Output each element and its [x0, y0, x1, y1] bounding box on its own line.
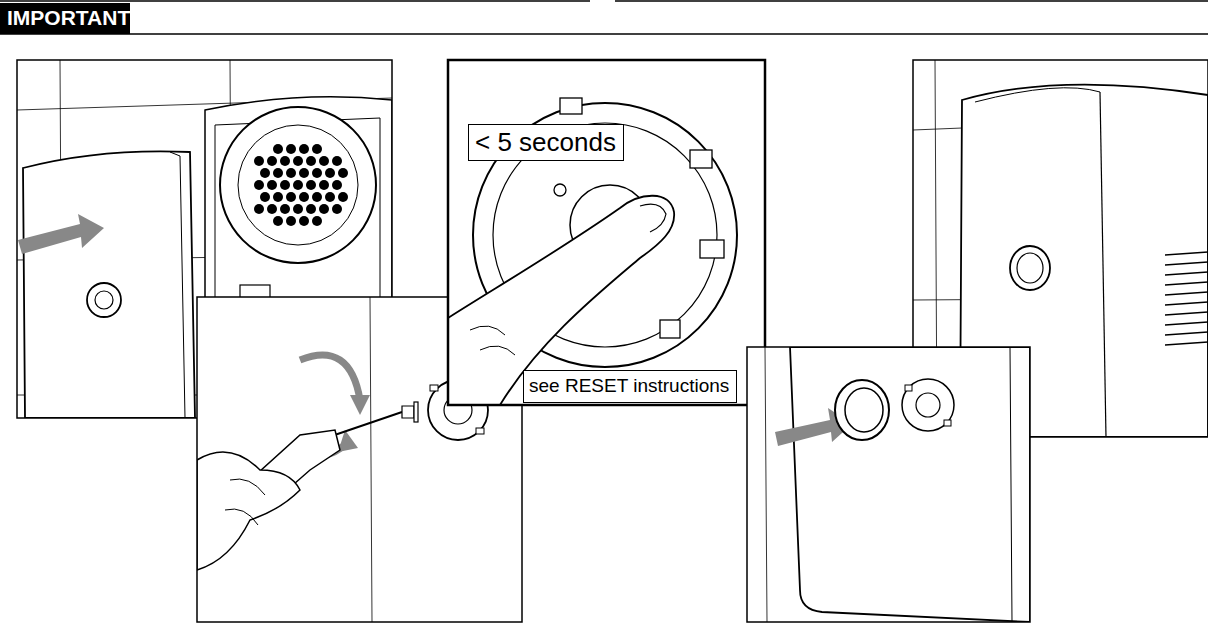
panel-reset-button — [448, 60, 765, 405]
section-title: IMPORTANT — [7, 6, 130, 30]
fan-hole — [332, 180, 342, 190]
fan-hole — [273, 216, 283, 226]
title-tab — [0, 3, 130, 34]
fan-hole — [286, 168, 296, 178]
fan-hole — [332, 204, 342, 214]
fan-hole — [293, 156, 303, 166]
label-box: < 5 seconds — [468, 124, 624, 161]
fan-hole — [267, 180, 277, 190]
fan-hole — [319, 156, 329, 166]
fan-hole — [260, 192, 270, 202]
fan-hole — [299, 192, 309, 202]
fan-hole — [286, 216, 296, 226]
fan-hole — [299, 216, 309, 226]
panel-cover-button — [747, 347, 1030, 622]
label-box: see RESET instructions — [523, 370, 737, 403]
fan-hole — [325, 192, 335, 202]
fan-hole — [254, 156, 264, 166]
fan-hole — [306, 156, 316, 166]
fan-hole — [280, 156, 290, 166]
fan-hole — [312, 168, 322, 178]
fan-hole — [267, 204, 277, 214]
fan-hole — [273, 168, 283, 178]
fan-hole — [312, 192, 322, 202]
fan-hole — [312, 216, 322, 226]
fan-hole — [286, 192, 296, 202]
fan-hole — [254, 204, 264, 214]
fan-hole — [312, 144, 322, 154]
fan-hole — [273, 192, 283, 202]
fan-hole — [299, 144, 309, 154]
fan-hole — [338, 192, 348, 202]
fan-hole — [254, 180, 264, 190]
note-text: see RESET instructions — [529, 375, 731, 397]
fan-hole — [299, 168, 309, 178]
fan-hole — [293, 180, 303, 190]
fan-hole — [319, 204, 329, 214]
fan-hole — [286, 144, 296, 154]
fan-hole — [260, 168, 270, 178]
fan-hole — [319, 180, 329, 190]
fan-hole — [332, 156, 342, 166]
fan-hole — [273, 144, 283, 154]
fan-hole — [325, 168, 335, 178]
fan-hole — [306, 180, 316, 190]
fan-hole — [267, 156, 277, 166]
note-text: < 5 seconds — [475, 127, 617, 157]
fan-hole — [280, 204, 290, 214]
fan-hole — [293, 204, 303, 214]
fan-hole — [338, 168, 348, 178]
fan-hole — [306, 204, 316, 214]
fan-hole — [280, 180, 290, 190]
direction-arrow — [18, 214, 104, 254]
header — [0, 1, 1208, 34]
header-rule — [0, 33, 1208, 35]
